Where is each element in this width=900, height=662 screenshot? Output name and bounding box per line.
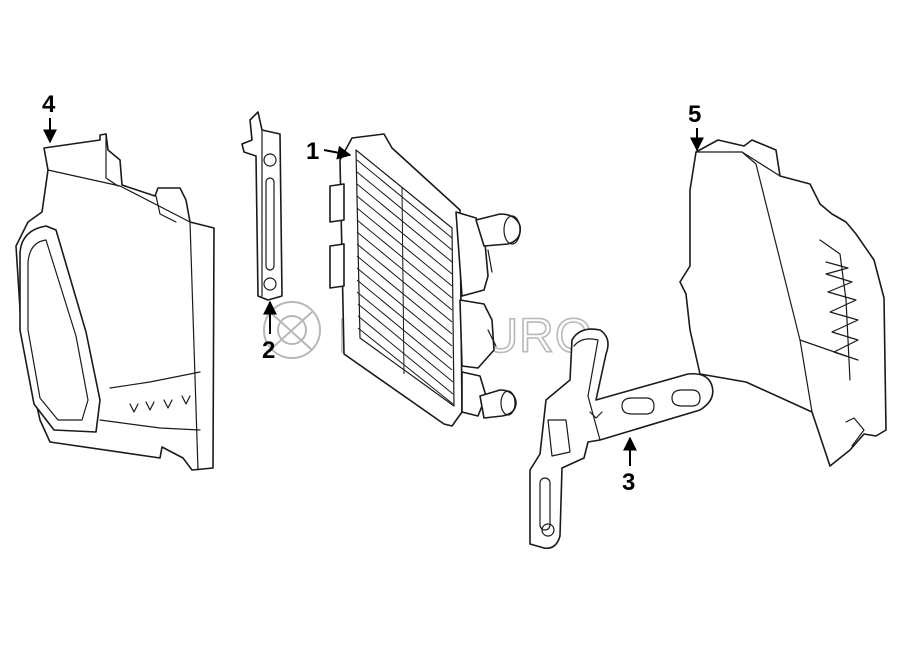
part-3-mounting-bracket[interactable] [529, 328, 714, 550]
part-2-bracket[interactable] [241, 111, 283, 301]
callout-2: 2 [262, 300, 277, 364]
watermark-logo-icon [263, 301, 321, 359]
callout-3: 3 [622, 436, 637, 496]
callout-5: 5 [688, 101, 704, 152]
callout-2-label: 2 [262, 337, 275, 364]
part-4-left-air-duct[interactable] [15, 133, 215, 471]
part-1-radiator[interactable] [329, 133, 522, 427]
callout-3-label: 3 [622, 469, 635, 496]
radiator-fins [356, 159, 454, 405]
callout-4: 4 [42, 91, 57, 144]
callout-5-label: 5 [688, 101, 701, 128]
part-5-right-air-duct[interactable] [679, 139, 887, 467]
callout-1: 1 [306, 138, 352, 165]
callout-4-label: 4 [42, 91, 56, 118]
callout-1-label: 1 [306, 138, 319, 165]
